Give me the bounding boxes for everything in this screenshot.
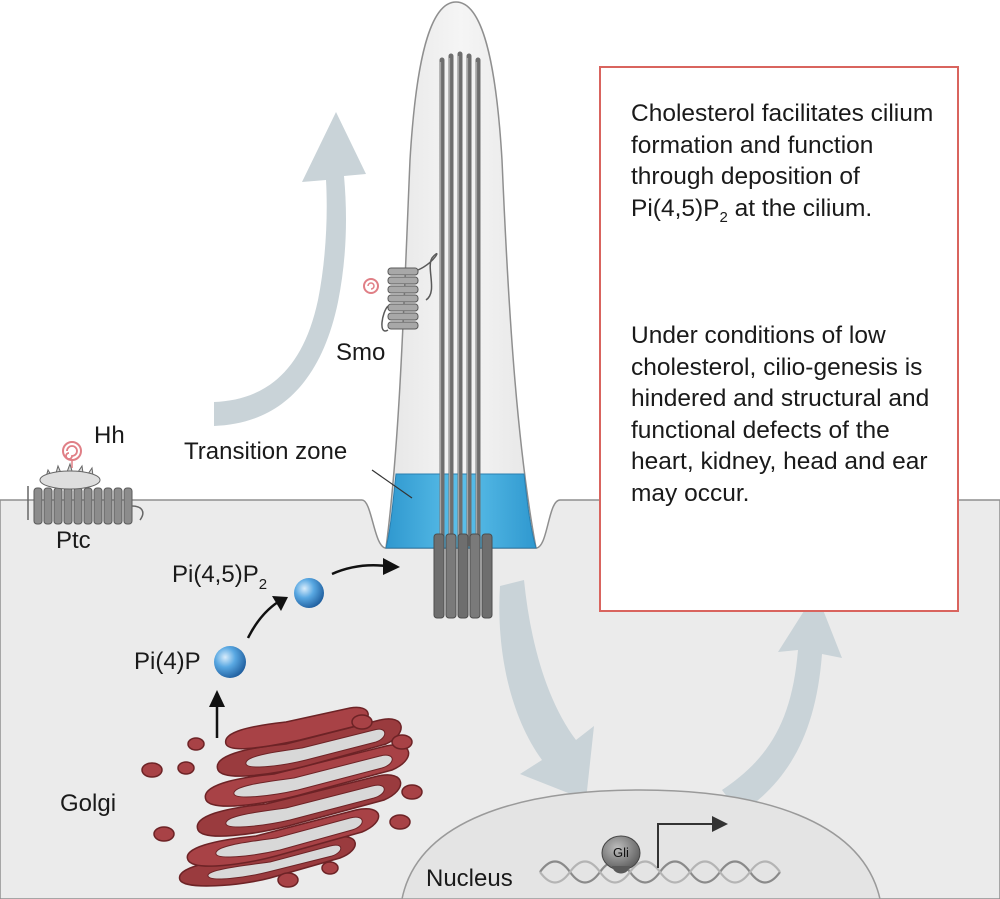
flow-arrow-to-nucleus — [499, 580, 594, 800]
golgi-label: Golgi — [60, 790, 117, 817]
info-paragraph-low-cholesterol: Under conditions of low cholesterol, cil… — [631, 322, 930, 507]
gli-label: Gli — [613, 845, 629, 860]
pi4p-label: Pi(4)P — [134, 648, 201, 675]
info-p1-text: Cholesterol facilitates cilium formation… — [631, 100, 934, 222]
nucleus-label: Nucleus — [426, 865, 513, 892]
hh-label: Hh — [94, 422, 125, 449]
basal-body — [433, 533, 493, 619]
axoneme-highlights — [439, 56, 478, 544]
pathway-arrows — [215, 564, 387, 738]
transition-zone-label: Transition zone — [184, 438, 348, 465]
smo-label: Smo — [336, 339, 386, 366]
flow-arrow-upward — [214, 112, 366, 426]
pi45p2-label-base: Pi(4,5)P — [172, 561, 259, 588]
axoneme — [439, 51, 481, 547]
pathway-arrowheads — [209, 558, 400, 707]
info-box: Cholesterol facilitates cilium formation… — [599, 66, 959, 612]
nucleus — [401, 789, 881, 899]
pi4p-molecule — [214, 646, 246, 678]
info-p1-end: at the cilium. — [727, 194, 873, 222]
transcription-start-arrow — [657, 823, 712, 868]
smo-receptor — [363, 252, 438, 332]
pi45p2-label-subscript: 2 — [258, 576, 268, 593]
transition-zone-pointer — [371, 469, 413, 499]
pi45p2-label: Pi(4,5)P2 — [172, 561, 268, 593]
gli-foot — [612, 866, 630, 874]
ptc-label: Ptc — [56, 527, 91, 554]
info-paragraph-cholesterol-function: Cholesterol facilitates cilium formation… — [631, 98, 951, 227]
golgi-apparatus — [141, 706, 423, 888]
transcription-arrowhead — [712, 816, 728, 832]
dna-helix — [539, 860, 781, 884]
pi45p2-molecule — [294, 578, 324, 608]
ptc-receptor — [27, 486, 144, 525]
hh-ligand — [39, 441, 101, 490]
info-p1-subscript: 2 — [719, 208, 728, 226]
flow-arrow-from-nucleus — [722, 592, 842, 814]
